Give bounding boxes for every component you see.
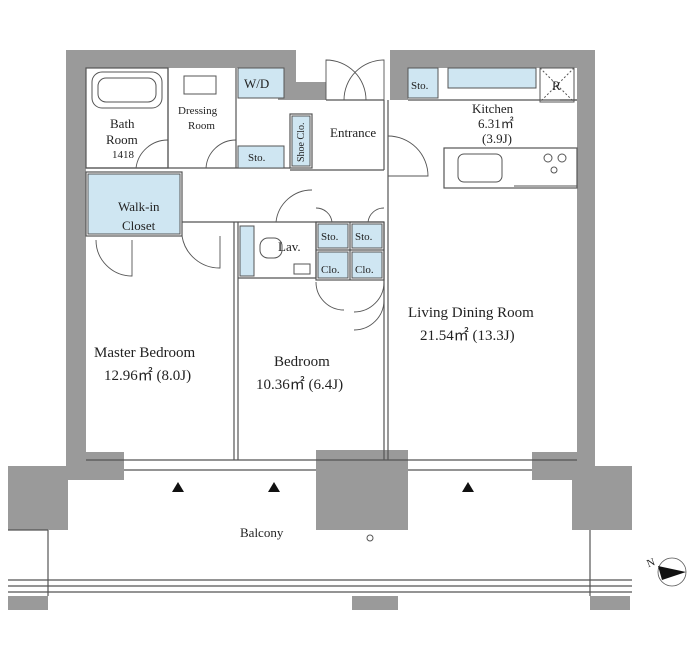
kitchen-sto-label: Sto. [411, 80, 429, 92]
lav-label: Lav. [278, 239, 301, 254]
walk-in-label-line1: Walk-in [118, 199, 160, 214]
bath-size: 1418 [112, 149, 135, 161]
clo-label-1: Clo. [321, 264, 340, 276]
walk-in-label-line2: Closet [122, 218, 156, 233]
doors [95, 59, 429, 331]
master-area: 12.96㎡ (8.0J) [104, 367, 191, 384]
living-area: 21.54㎡ (13.3J) [420, 327, 515, 344]
entrance-label: Entrance [330, 125, 376, 140]
kitchen-name: Kitchen [472, 101, 514, 116]
bedroom-area: 10.36㎡ (6.4J) [256, 376, 343, 393]
compass-icon: N [645, 556, 687, 587]
washer-label: W/D [244, 76, 269, 91]
storage-label: Sto. [248, 152, 266, 164]
kitchen-area: 6.31㎡ [478, 116, 514, 131]
storage-fills [87, 67, 537, 279]
dressing-label-line2: Room [188, 120, 215, 132]
interior-walls [8, 67, 632, 596]
kitchen-tatami: (3.9J) [482, 131, 512, 146]
compass-label: N [645, 556, 657, 570]
fixtures [91, 67, 577, 275]
balcony-label: Balcony [240, 525, 284, 540]
dressing-label-line1: Dressing [178, 105, 218, 117]
bedroom-name: Bedroom [274, 354, 330, 370]
living-name: Living Dining Room [408, 305, 534, 321]
walls [8, 50, 632, 610]
sto-label-1: Sto. [321, 231, 339, 243]
bath-label-line1: Bath [110, 116, 135, 131]
drain [366, 534, 374, 542]
master-name: Master Bedroom [94, 345, 196, 361]
fridge-label: R [552, 78, 561, 93]
bath-label-line2: Room [106, 132, 138, 147]
shoe-closet-label: Shoe Clo. [296, 123, 307, 162]
sto-label-2: Sto. [355, 231, 373, 243]
window-markers [172, 482, 474, 492]
clo-label-2: Clo. [355, 264, 374, 276]
